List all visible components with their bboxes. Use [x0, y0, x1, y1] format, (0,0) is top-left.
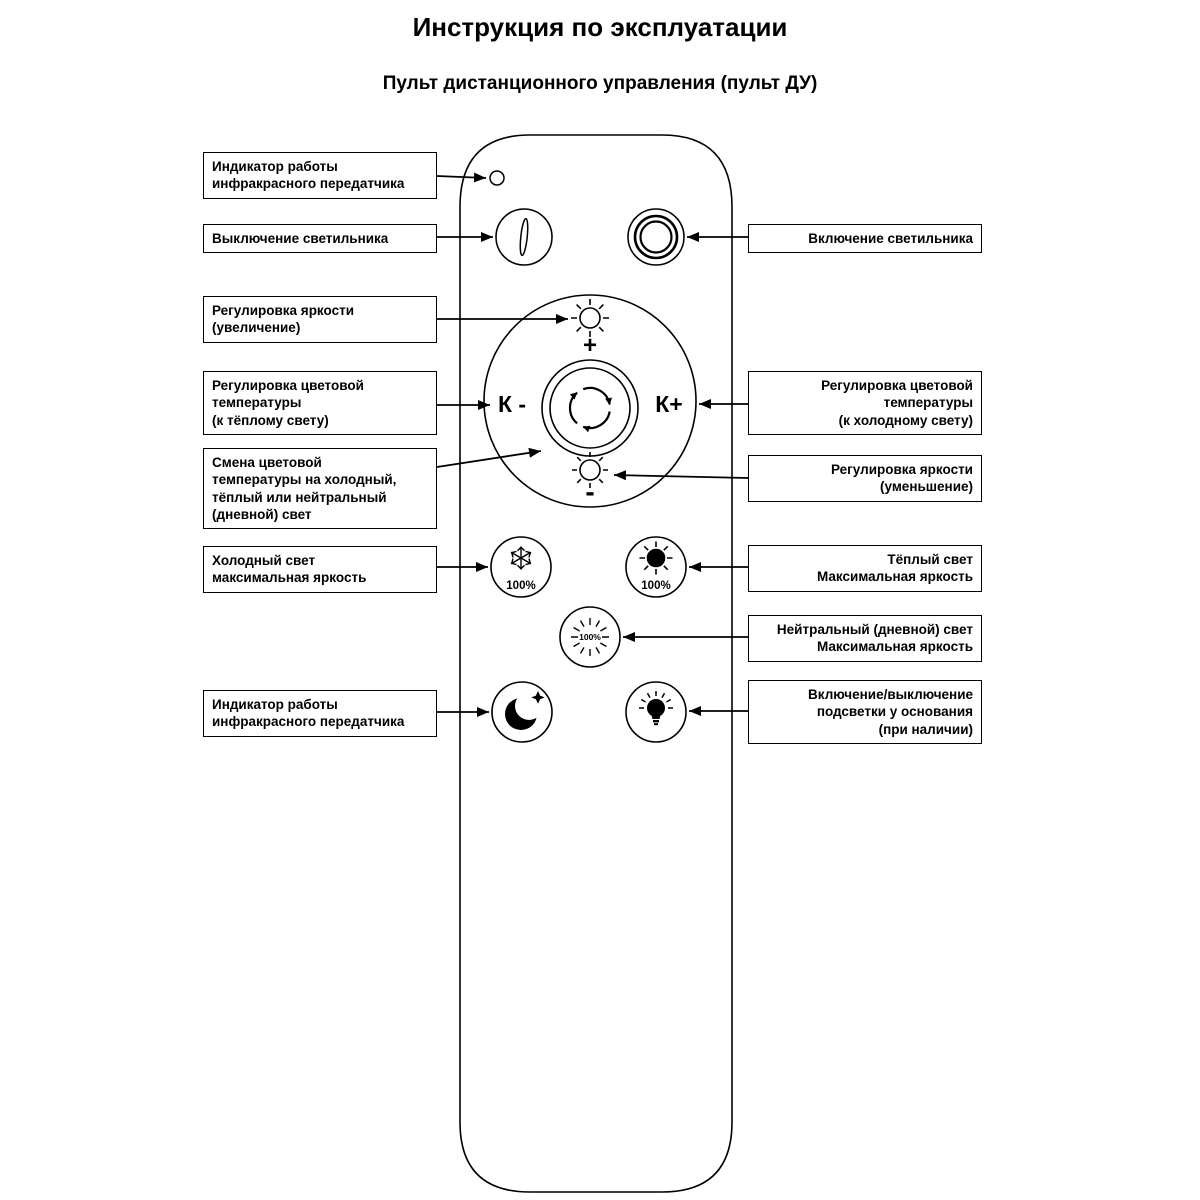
power-on-button	[627, 208, 685, 266]
cold-100-label: 100%	[506, 580, 535, 592]
label-brightness-down: Регулировка яркости (уменьшение)	[748, 455, 982, 502]
minus-label: -	[585, 476, 594, 507]
label-base-light: Включение/выключение подсветки у основан…	[748, 680, 982, 744]
arrow-temp-cycle	[436, 447, 542, 468]
power-off-icon	[519, 217, 529, 257]
power-off-button	[495, 208, 553, 266]
plus-label: +	[583, 332, 597, 359]
brightness-down-sun-icon	[572, 452, 608, 488]
warm-max-button: 100%	[625, 536, 687, 598]
night-mode-button	[491, 681, 553, 743]
callout-arrows	[436, 172, 749, 717]
moon-icon	[505, 691, 545, 730]
arrow-brightness-down	[613, 470, 749, 481]
k-plus-label: К+	[655, 391, 682, 417]
label-ir-indicator-top: Индикатор работы инфракрасного передатчи…	[203, 152, 437, 199]
label-power-off: Выключение светильника	[203, 224, 437, 254]
neutral-max-button: 100%	[559, 606, 621, 668]
label-brightness-up: Регулировка яркости (увеличение)	[203, 296, 437, 343]
ir-led	[489, 170, 505, 186]
page-title: Инструкция по эксплуатации	[412, 12, 788, 42]
bulb-icon	[639, 691, 673, 726]
label-temp-cold: Регулировка цветовой температуры (к холо…	[748, 371, 982, 435]
cycle-arrows-icon	[568, 386, 613, 433]
control-cluster: + К - К+ -	[483, 294, 697, 508]
cold-max-button: 100%	[490, 536, 552, 598]
warm-100-label: 100%	[641, 580, 670, 592]
neutral-sun-icon	[571, 618, 609, 656]
brightness-up-sun-icon	[571, 299, 609, 337]
color-cycle-button	[541, 359, 639, 457]
arrow-ir-top	[436, 172, 487, 183]
page-subtitle: Пульт дистанционного управления (пульт Д…	[382, 73, 818, 94]
label-cold-max: Холодный свет максимальная яркость	[203, 546, 437, 593]
label-temp-cycle: Смена цветовой температуры на холодный, …	[203, 448, 437, 530]
star-icon	[531, 691, 545, 704]
label-ir-indicator-bottom: Индикатор работы инфракрасного передатчи…	[203, 690, 437, 737]
k-minus-label: К -	[498, 391, 526, 417]
warm-sun-icon	[639, 541, 673, 575]
label-warm-max: Тёплый свет Максимальная яркость	[748, 545, 982, 592]
base-light-button	[625, 681, 687, 743]
power-on-ring-icon	[633, 214, 679, 260]
label-neutral-max: Нейтральный (дневной) свет Максимальная …	[748, 615, 982, 662]
label-temp-warm: Регулировка цветовой температуры (к тёпл…	[203, 371, 437, 435]
neutral-100-label: 100%	[579, 632, 601, 642]
label-power-on: Включение светильника	[748, 224, 982, 254]
